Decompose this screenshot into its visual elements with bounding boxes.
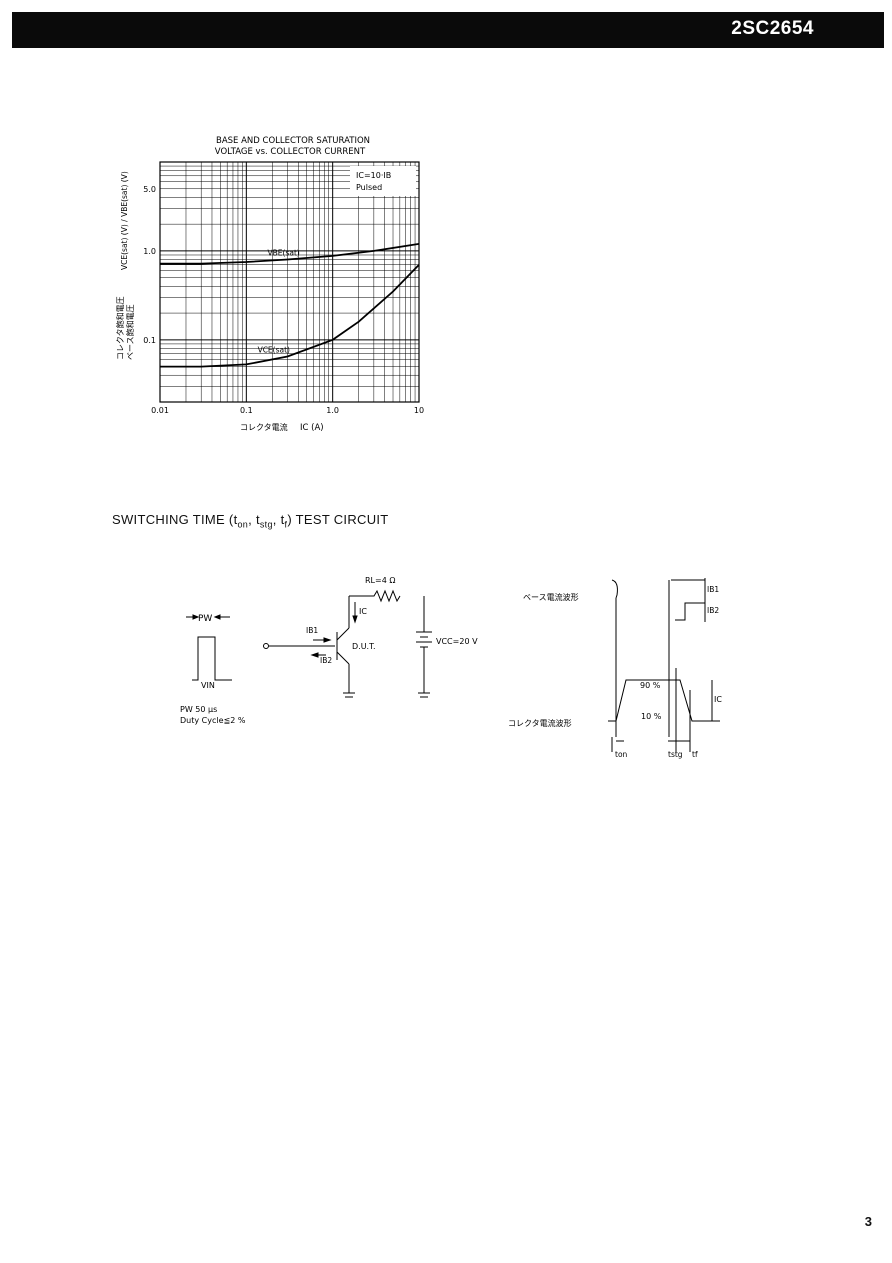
x-tick-label: 10 [414,406,424,415]
y-tick-label: 0.1 [143,336,156,345]
series-label-vce: VCE(sat) [258,345,290,354]
chart-series: VBE(sat) VCE(sat) [160,243,420,368]
duty-note: Duty Cycle≦2 % [180,716,246,725]
pct10-label: 10 % [641,712,662,721]
ylabel: VCE(sat) (V) / VBE(sat) (V) [120,171,129,270]
page-number: 3 [864,1214,872,1229]
header-bar [12,12,884,48]
title-end: ) TEST CIRCUIT [287,512,389,527]
xlabel: IC (A) [300,423,324,433]
t-stg: t [255,512,260,527]
t-f: t [280,512,285,527]
t-on-sub: on [237,519,249,530]
chart-grid [160,162,419,402]
t-f-sub: f [284,519,288,530]
waveforms [608,578,720,752]
base-waveform-label: ベース電流波形 [523,592,579,602]
saturation-chart: BASE AND COLLECTOR SATURATION VOLTAGE vs… [115,136,424,433]
pct90-label: 90 % [640,681,661,690]
xlabel-jp: コレクタ電流 [240,422,288,432]
chart-ticks: 0.01 0.1 1.0 10 5.0 1.0 0.1 [143,185,424,415]
annotation-pulsed: Pulsed [356,183,382,192]
input-pulse [186,614,232,681]
switching-section-title: SWITCHING TIME (ton, tstg, tf) TEST CIRC… [112,512,389,530]
rl-label: RL=4 Ω [365,576,395,585]
ib1-label: IB1 [306,626,318,635]
wave-ib2-label: IB2 [707,606,719,615]
pw-note: PW 50 μs [180,705,217,714]
title-main: SWITCHING TIME ( [112,512,234,527]
t-on: t [233,512,238,527]
x-tick-label: 0.1 [240,406,253,415]
ic-label: IC [359,607,367,616]
part-number: 2SC2654 [731,18,814,39]
x-tick-label: 1.0 [326,406,339,415]
vcc-label: VCC=20 V [436,637,478,646]
t-stg-sub: stg [259,519,273,530]
pw-label: PW [198,614,212,624]
test-circuit [263,589,432,698]
plot-frame [159,161,420,403]
chart-title-line1: BASE AND COLLECTOR SATURATION [216,136,370,146]
dut-label: D.U.T. [352,642,376,651]
tstg-label: tstg [668,750,683,759]
x-tick-label: 0.01 [151,406,169,415]
chart-title-line2: VOLTAGE vs. COLLECTOR CURRENT [215,147,366,157]
collector-waveform-label: コレクタ電流波形 [508,718,572,728]
tf-label: tf [692,750,698,759]
wave-ib1-label: IB1 [707,585,719,594]
y-tick-label: 5.0 [143,185,156,194]
ib2-label: IB2 [320,656,332,665]
series-line-vbe [160,243,420,265]
y-tick-label: 1.0 [143,247,156,256]
annotation-ic-ib: IC=10·IB [356,171,391,180]
series-line-vce [160,264,420,368]
wave-ic-label: IC [714,695,722,704]
legend-box [350,166,416,196]
ylabel-jp-1: コレクタ飽和電圧 [115,296,125,360]
series-label-vbe: VBE(sat) [268,249,300,258]
vin-label: VIN [201,681,215,690]
ylabel-jp-2: ベース飽和電圧 [125,304,135,360]
ton-label: ton [615,750,628,759]
